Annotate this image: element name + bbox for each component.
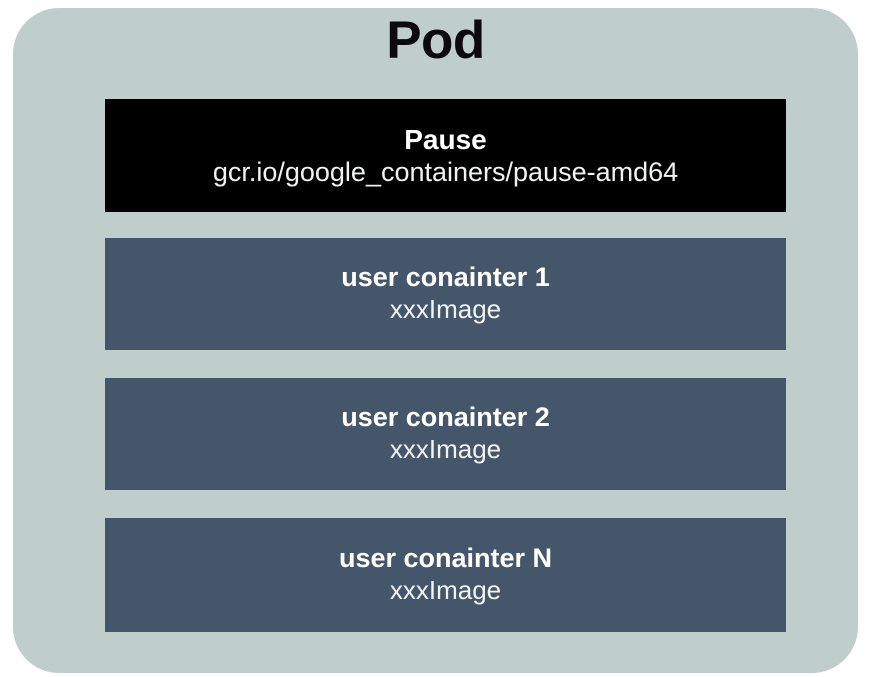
pod-title: Pod — [386, 11, 485, 70]
container-name-pause: Pause — [404, 123, 487, 155]
container-block-pause: Pause gcr.io/google_containers/pause-amd… — [105, 99, 786, 212]
container-name-user-n: user conainter N — [338, 543, 553, 574]
container-image-user-n: xxxImage — [389, 575, 502, 606]
pod-container: Pod Pause gcr.io/google_containers/pause… — [13, 8, 858, 673]
container-image-pause: gcr.io/google_containers/pause-amd64 — [212, 156, 679, 187]
container-name-user-1: user conainter 1 — [341, 262, 550, 293]
container-block-user-1: user conainter 1 xxxImage — [105, 238, 786, 350]
container-image-user-2: xxxImage — [389, 434, 502, 465]
container-image-user-1: xxxImage — [389, 294, 502, 325]
container-block-user-n: user conainter N xxxImage — [105, 518, 786, 632]
container-block-user-2: user conainter 2 xxxImage — [105, 378, 786, 490]
container-name-user-2: user conainter 2 — [341, 402, 550, 433]
